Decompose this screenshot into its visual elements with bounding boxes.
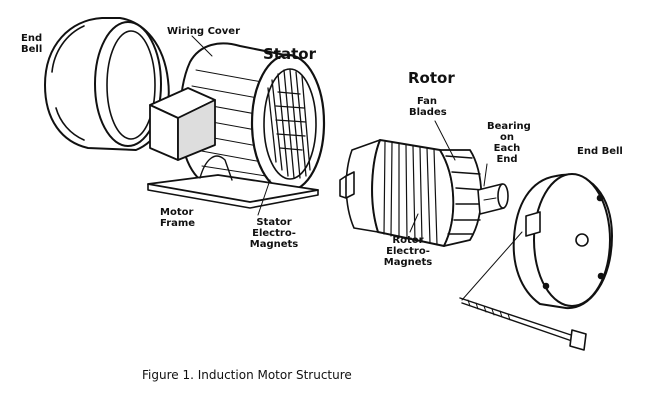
motor-frame-base-shape — [148, 156, 318, 208]
end-bell-left-shape — [45, 18, 169, 150]
rotor-shape — [340, 140, 508, 246]
label-wiring-cover: Wiring Cover — [167, 26, 241, 37]
end-bell-right-shape — [514, 174, 612, 308]
figure-caption: Figure 1. Induction Motor Structure — [142, 368, 352, 382]
label-rotor: Rotor — [408, 69, 455, 87]
label-stator: Stator — [263, 45, 316, 63]
label-end-bell-right: End Bell — [577, 146, 623, 157]
leader-lines — [192, 36, 522, 300]
wiring-cover-shape — [150, 88, 215, 160]
through-bolt-shape — [460, 298, 586, 350]
